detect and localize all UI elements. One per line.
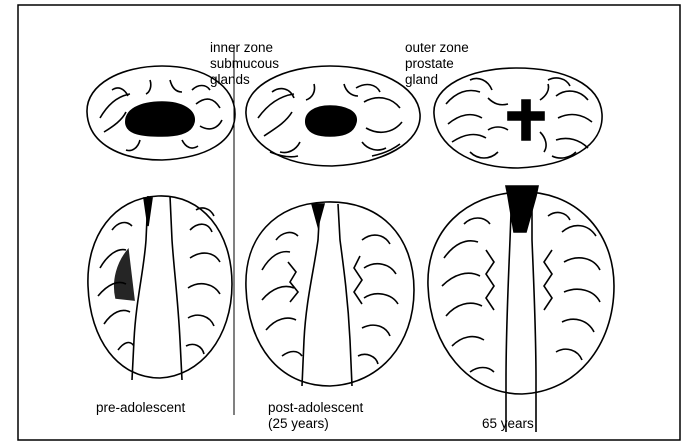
label-post-adolescent-line-2: (25 years) bbox=[268, 416, 363, 432]
label-post-adolescent: post-adolescent (25 years) bbox=[268, 400, 363, 432]
label-outer-zone-line-1: outer zone bbox=[405, 40, 469, 56]
label-inner-zone-line-1: inner zone bbox=[210, 40, 279, 56]
long-section-post-adolescent bbox=[246, 202, 414, 386]
label-inner-zone-line-3: glands bbox=[210, 72, 279, 88]
label-65-years: 65 years bbox=[482, 416, 534, 432]
long-section-pre-adolescent bbox=[88, 196, 232, 380]
long-section-65-years bbox=[428, 186, 614, 432]
label-pre-adolescent: pre-adolescent bbox=[96, 400, 185, 416]
label-inner-zone: inner zone submucous glands bbox=[210, 40, 279, 88]
label-inner-zone-line-2: submucous bbox=[210, 56, 279, 72]
label-65-years-line-1: 65 years bbox=[482, 416, 534, 432]
label-outer-zone-line-2: prostate bbox=[405, 56, 469, 72]
label-outer-zone: outer zone prostate gland bbox=[405, 40, 469, 88]
label-outer-zone-line-3: gland bbox=[405, 72, 469, 88]
figure-border bbox=[18, 5, 680, 440]
label-pre-adolescent-line-1: pre-adolescent bbox=[96, 400, 185, 416]
label-post-adolescent-line-1: post-adolescent bbox=[268, 400, 363, 416]
